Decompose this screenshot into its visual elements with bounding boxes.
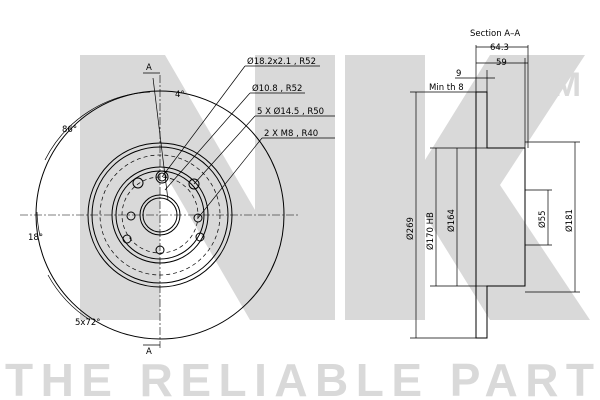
angle-86: 86° bbox=[62, 125, 77, 135]
callout-1: Ø18.2x2.1 , R52 bbox=[247, 56, 316, 67]
bolt-holes bbox=[122, 170, 205, 255]
slogan-watermark: THE RELIABLE PART bbox=[5, 354, 595, 400]
angle-4: 4° bbox=[175, 90, 185, 100]
callout-4: 2 X M8 , R40 bbox=[264, 129, 318, 139]
dim-9: 9 bbox=[456, 69, 461, 79]
dim-outer-dia: Ø269 bbox=[405, 217, 416, 240]
dim-59: 59 bbox=[496, 58, 507, 68]
section-marker-top: A bbox=[146, 63, 152, 73]
callouts: Ø18.2x2.1 , R52 Ø10.8 , R52 5 X Ø14.5 , … bbox=[161, 56, 335, 219]
section-marker-bottom: A bbox=[146, 347, 152, 357]
disc-section-view: Section A–A 64.3 59 9 Min th 8 Ø269 Ø170… bbox=[405, 29, 580, 339]
callout-3: 5 X Ø14.5 , R50 bbox=[257, 106, 324, 117]
trademark-watermark: TM bbox=[532, 66, 581, 104]
dim-center-bore: Ø55 bbox=[537, 210, 548, 228]
disc-front-view: A A 4° 86° 18° 5x72° Ø18.2x2.1 , R52 Ø10… bbox=[20, 56, 335, 357]
nk-logo-watermark: TM THE RELIABLE PART bbox=[5, 55, 595, 400]
angle-5x72: 5x72° bbox=[75, 318, 101, 328]
section-title: Section A–A bbox=[470, 29, 520, 39]
angle-18: 18° bbox=[28, 233, 43, 243]
dim-inner-dia: Ø164 bbox=[446, 209, 457, 232]
dim-hat-dia: Ø181 bbox=[564, 209, 575, 232]
dim-min-thickness: Min th 8 bbox=[429, 83, 464, 93]
dim-hb-dia: Ø170 HB bbox=[425, 212, 436, 250]
callout-2: Ø10.8 , R52 bbox=[252, 83, 302, 94]
dim-64-3: 64.3 bbox=[490, 43, 509, 53]
